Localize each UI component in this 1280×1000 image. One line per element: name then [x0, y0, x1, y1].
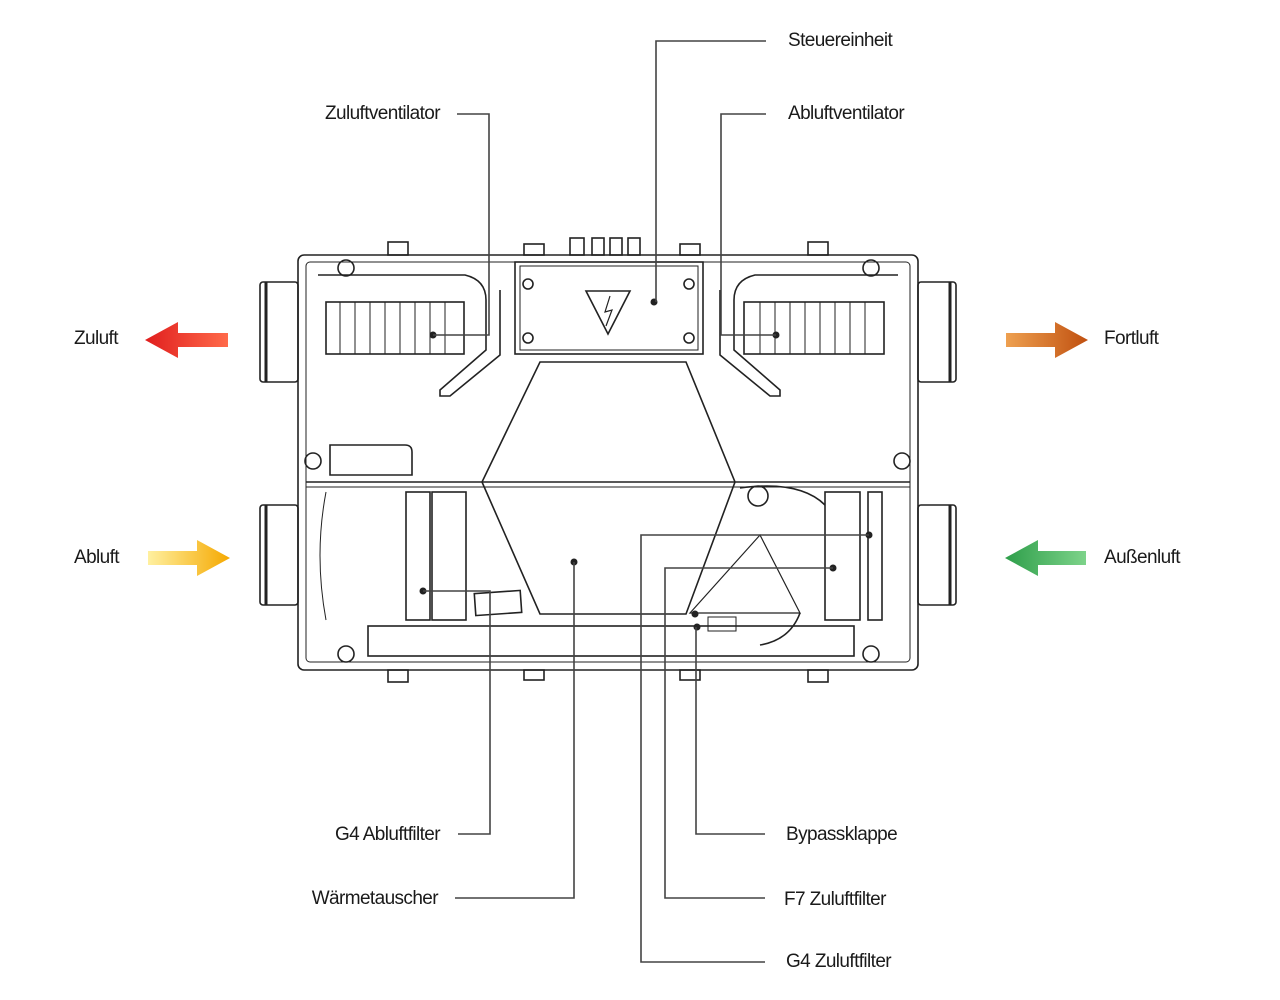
- label-f7-zuluftfilter: F7 Zuluftfilter: [784, 889, 886, 910]
- leader-zuluftventilator: [433, 113, 490, 336]
- leader-f7-zuluftfilter: [664, 567, 833, 899]
- leader-abluftventilator: [720, 113, 776, 336]
- label-g4-zuluftfilter: G4 Zuluftfilter: [786, 951, 892, 972]
- leader-g4-abluftfilter: [423, 590, 491, 835]
- leader-bypassklappe: [695, 627, 765, 835]
- label-aussenluft: Außenluft: [1104, 547, 1181, 568]
- fortluft-arrow-icon: [1006, 322, 1088, 358]
- label-fortluft: Fortluft: [1104, 328, 1159, 349]
- label-zuluftventilator: Zuluftventilator: [324, 103, 441, 124]
- label-abluftventilator: Abluftventilator: [788, 103, 905, 124]
- label-steuereinheit: Steuereinheit: [788, 30, 893, 51]
- unit-housing: [259, 237, 957, 683]
- aussenluft-arrow-icon: [1005, 540, 1086, 576]
- label-bypassklappe: Bypassklappe: [786, 824, 898, 845]
- abluft-arrow-icon: [148, 540, 230, 576]
- label-abluft: Abluft: [74, 547, 120, 568]
- leader-g4-zuluftfilter: [640, 534, 869, 963]
- label-g4-abluftfilter: G4 Abluftfilter: [334, 824, 441, 845]
- leader-steuereinheit: [655, 40, 766, 302]
- leader-lines: [423, 40, 869, 963]
- label-waermetauscher: Wärmetauscher: [311, 888, 439, 909]
- label-zuluft: Zuluft: [74, 328, 119, 349]
- zuluft-arrow-icon: [145, 322, 228, 358]
- leader-waermetauscher: [455, 562, 575, 899]
